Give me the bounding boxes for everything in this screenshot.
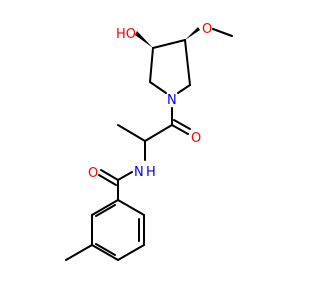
wedge-bond-ome bbox=[185, 27, 200, 40]
bond-ring-methyl bbox=[65, 244, 93, 261]
amide-hydrogen-label: H bbox=[146, 165, 156, 180]
structure-diagram: HO O N O N H O bbox=[65, 22, 233, 261]
amide-nitrogen-label: N bbox=[134, 165, 144, 180]
methoxy-oxygen-label: O bbox=[202, 22, 212, 37]
methoxy-group: O bbox=[185, 22, 233, 40]
bond-co-1 bbox=[171, 124, 189, 135]
carbonyl-oxygen-label: O bbox=[191, 131, 201, 146]
molecule-canvas: HO O N O N H O bbox=[65, 22, 233, 261]
ring-double-bond-c bbox=[95, 204, 116, 217]
ring-double-bond-b bbox=[95, 243, 116, 256]
bond-carbonyl-alpha bbox=[144, 124, 173, 142]
bond-c3-c4 bbox=[152, 39, 186, 49]
hydroxyl-label: HO bbox=[116, 27, 136, 42]
ring-bond-1 bbox=[117, 199, 145, 216]
bond-c3-c2 bbox=[149, 47, 154, 83]
pyrrolidine-ring bbox=[149, 39, 191, 94]
benzoyl-oxygen-label: O bbox=[88, 166, 98, 181]
benzoyl-carbonyl: O bbox=[88, 166, 133, 201]
ring-bond-6 bbox=[91, 199, 119, 216]
bond-o-methyl bbox=[212, 28, 233, 37]
bond-alpha-methyl bbox=[117, 124, 146, 142]
bond-nh-benzoyl-c bbox=[117, 171, 133, 181]
bond-c2-n bbox=[149, 81, 167, 94]
bond-c5-n bbox=[177, 84, 191, 94]
ring-bond-3 bbox=[117, 244, 145, 261]
alpha-carbon bbox=[117, 124, 146, 161]
bond-benzoyl-co-1 bbox=[100, 169, 119, 181]
bond-benzoyl-co-2 bbox=[98, 174, 117, 186]
benzene-ring bbox=[65, 199, 145, 261]
ring-bond-4 bbox=[91, 244, 119, 261]
bond-co-2 bbox=[173, 119, 191, 130]
amide-carbonyl: O bbox=[144, 107, 201, 146]
bond-c4-c5 bbox=[184, 39, 191, 86]
ring-nitrogen-label: N bbox=[167, 93, 177, 108]
wedge-bond-oh bbox=[135, 31, 153, 48]
hydroxyl-group: HO bbox=[116, 27, 153, 48]
